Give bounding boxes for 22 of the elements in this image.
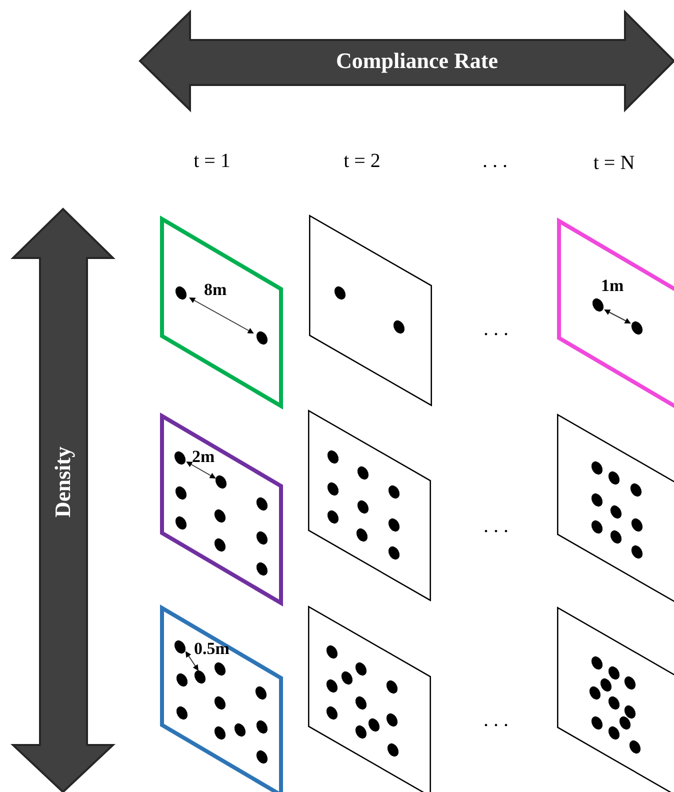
axis-label: Density [52,446,74,518]
tilted-panel [160,606,283,792]
tilted-panel [309,215,432,406]
tilted-panel [308,606,431,792]
tilted-panel [308,410,431,601]
axis-label: Compliance Rate [336,50,498,72]
tilted-panel [557,414,674,605]
distance-label: 0.5m [194,640,230,657]
distance-label: 2m [192,448,215,465]
ellipsis: . . . [484,710,508,730]
tilted-panel [160,217,283,408]
column-header: t = 2 [344,151,380,171]
tilted-panel [557,607,674,792]
ellipsis: . . . [484,319,508,339]
tilted-panel [160,414,283,605]
ellipsis: . . . [482,151,508,171]
ellipsis: . . . [484,516,508,536]
distance-label: 8m [204,281,227,298]
column-header: t = N [593,153,635,173]
column-header: t = 1 [194,151,230,171]
tilted-panel [557,219,674,410]
distance-label: 1m [601,277,624,294]
